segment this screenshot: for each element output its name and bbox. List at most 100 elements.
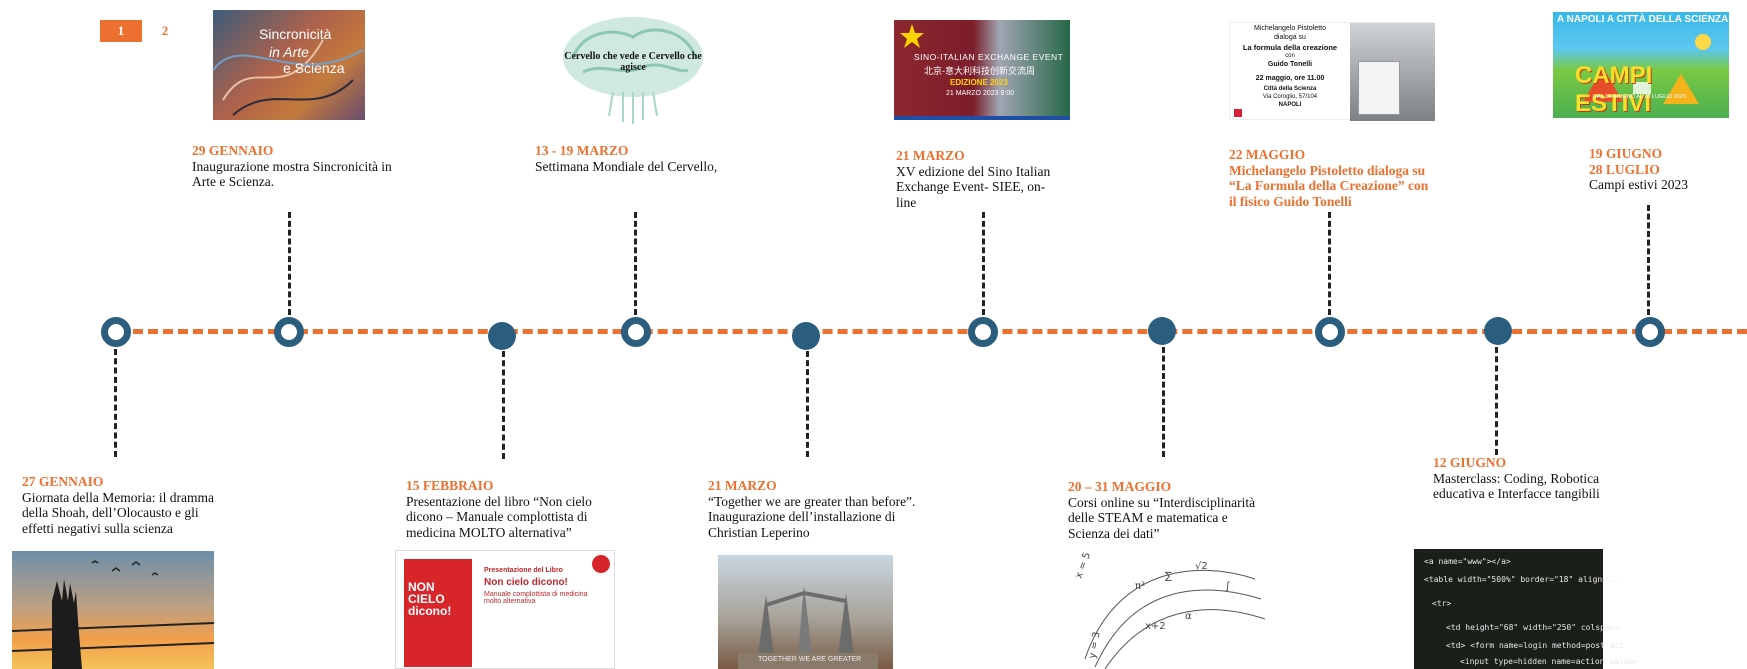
poster-line9: NAPOLI: [1278, 102, 1302, 108]
camp-illustration: [1583, 34, 1711, 104]
thumbnail-libro[interactable]: NON CIELO dicono! Presentazione del Libr…: [395, 550, 615, 669]
connector-19-giugno: [1647, 205, 1650, 315]
connector-13-19-marzo: [634, 212, 637, 315]
timeline-node-20-31-maggio[interactable]: [1148, 317, 1176, 345]
connector-21-marzo-a: [806, 351, 809, 457]
event-date: 29 GENNAIO: [192, 143, 274, 158]
poster-line6: 22 maggio, ore 11.00: [1255, 75, 1325, 82]
svg-text:x+2: x+2: [1145, 621, 1166, 632]
thumb-chinese: 北京-意大利科技创新交流周: [924, 66, 1035, 76]
thumbnail-formule[interactable]: x = 5 y = 3 π² ∑ √2 ∫ x+2 α: [1073, 549, 1266, 669]
thumbnail-pistoletto[interactable]: Michelangelo Pistoletto dialoga su La fo…: [1229, 22, 1435, 121]
brain-icon: [563, 17, 703, 124]
timeline-node-12-giugno[interactable]: [1484, 317, 1512, 345]
thumb-title: CAMPI ESTIVI: [1575, 62, 1653, 117]
page-1-button[interactable]: 1: [100, 20, 142, 42]
logo-mark: [592, 555, 610, 573]
page-2-button[interactable]: 2: [161, 23, 169, 38]
thumbnail-sincronicita[interactable]: Sincronicità in Arte e Scienza: [212, 10, 365, 120]
thumbnail-coding[interactable]: <a name="www"></a> <table width="500%" b…: [1414, 549, 1638, 669]
thumb-title-line2: in Arte: [269, 44, 309, 60]
timeline-axis: [118, 329, 1747, 334]
event-date: 21 MARZO: [708, 478, 777, 493]
event-description: Michelangelo Pistoletto dialoga su “La F…: [1229, 162, 1429, 209]
svg-text:α: α: [1185, 611, 1192, 622]
timeline-node-19-giugno[interactable]: [1635, 317, 1665, 347]
thumbnail-installazione[interactable]: TOGETHER WE ARE GREATER: [718, 555, 893, 669]
connector-21-marzo-b: [982, 212, 985, 315]
poster-line4: con: [1285, 53, 1295, 59]
abstract-art-graphic: [212, 39, 364, 116]
thumb-title-line3: e Scienza: [283, 60, 345, 76]
connector-20-31-maggio: [1162, 347, 1165, 457]
poster-line1: Presentazione del Libro: [484, 567, 563, 574]
event-description: “Together we are greater than before”. I…: [708, 493, 916, 540]
timeline-node-21-marzo-b[interactable]: [968, 317, 998, 347]
svg-text:√2: √2: [1195, 561, 1208, 572]
thumbnail-cervello[interactable]: Cervello che vede e Cervello che agisce: [553, 12, 713, 126]
connector-27-gennaio: [114, 349, 117, 457]
book-cover-title: NON CIELO dicono!: [408, 580, 452, 618]
poster-line1: Michelangelo Pistoletto: [1254, 25, 1326, 32]
overlay: [894, 20, 1070, 120]
thumb-top-text: A NAPOLI A CITTÀ DELLA SCIENZA: [1557, 14, 1729, 25]
timeline-node-15-febbraio[interactable]: [488, 322, 516, 350]
connector-12-giugno: [1495, 347, 1498, 455]
event-29-gennaio: 29 GENNAIO Inaugurazione mostra Sincroni…: [192, 143, 392, 190]
timeline-node-29-gennaio[interactable]: [274, 317, 304, 347]
svg-text:y = 3: y = 3: [1087, 631, 1103, 660]
thumb-caption: Cervello che vede e Cervello che agisce: [564, 51, 702, 73]
timeline-node-27-gennaio[interactable]: [101, 317, 131, 347]
event-27-gennaio: 27 GENNAIO Giornata della Memoria: il dr…: [22, 474, 222, 536]
event-date: 20 – 31 MAGGIO: [1068, 479, 1172, 494]
logo-mark: [1234, 109, 1242, 117]
code-line-2: <table width="500%" border="18" align=..…: [1424, 575, 1622, 584]
event-description: Campi estivi 2023: [1589, 177, 1688, 192]
poster-line5: Guido Tonelli: [1267, 61, 1313, 68]
star-icon: [900, 24, 924, 48]
thumb-date: 21 MARZO 2023 9:00: [946, 90, 1015, 97]
statue-inscription: TOGETHER WE ARE GREATER: [758, 656, 862, 663]
thumbnail-memoria[interactable]: [11, 551, 215, 669]
formula-swirl-graphic: x = 5 y = 3 π² ∑ √2 ∫ x+2 α: [1073, 551, 1266, 669]
thumb-title: SINO-ITALIAN EXCHANGE EVENT: [914, 52, 1064, 62]
timeline-node-21-marzo-a[interactable]: [792, 322, 820, 350]
thumb-title-line1: Sincronicità: [259, 26, 332, 42]
svg-text:x = 5: x = 5: [1073, 551, 1093, 580]
code-line-6: <input type=hidden name=action value=: [1460, 657, 1639, 666]
poster-line7: Città della Scienza: [1263, 86, 1317, 92]
connector-15-febbraio: [502, 351, 505, 459]
bottom-bar: [894, 116, 1070, 120]
event-12-giugno: 12 GIUGNO Masterclass: Coding, Robotica …: [1433, 455, 1613, 502]
thumbnail-campi-estivi[interactable]: A NAPOLI A CITTÀ DELLA SCIENZA CAMPI EST…: [1553, 12, 1729, 118]
svg-text:π²: π²: [1135, 581, 1145, 592]
thumb-subtitle: DAL 19 GIUGNO AL 28 LUGLIO 2023: [1593, 94, 1686, 100]
event-date: 15 FEBBRAIO: [406, 478, 494, 493]
event-description: Presentazione del libro “Non cielo dicon…: [406, 493, 592, 540]
poster-line2: Non cielo dicono!: [484, 577, 568, 588]
event-description: XV edizione del Sino Italian Exchange Ev…: [896, 163, 1051, 210]
event-20-31-maggio: 20 – 31 MAGGIO Corsi online su “Interdis…: [1068, 479, 1268, 541]
event-15-febbraio: 15 FEBBRAIO Presentazione del libro “Non…: [406, 478, 596, 540]
event-date: 27 GENNAIO: [22, 474, 104, 489]
barbed-wire-hand-graphic: [11, 560, 215, 669]
event-21-marzo-b: 21 MARZO XV edizione del Sino Italian Ex…: [896, 148, 1061, 210]
poster-line3: Manuale complottista di medicina molto a…: [484, 591, 588, 605]
thumbnail-siee[interactable]: SINO-ITALIAN EXCHANGE EVENT 北京-意大利科技创新交流…: [894, 20, 1070, 120]
event-13-19-marzo: 13 - 19 MARZO Settimana Mondiale del Cer…: [535, 143, 745, 174]
connector-29-gennaio: [288, 212, 291, 315]
event-description: Masterclass: Coding, Robotica educativa …: [1433, 470, 1600, 502]
poster-line2: dialoga su: [1274, 34, 1306, 41]
event-description: Settimana Mondiale del Cervello,: [535, 158, 718, 174]
event-date: 12 GIUGNO: [1433, 455, 1507, 470]
svg-text:∑: ∑: [1165, 571, 1172, 582]
event-date: 22 MAGGIO: [1229, 147, 1306, 162]
code-line-3: <tr>: [1432, 599, 1452, 608]
timeline-node-13-19-marzo[interactable]: [621, 317, 651, 347]
poster-line3: La formula della creazione: [1242, 43, 1338, 52]
event-19-giugno: 19 GIUGNO 28 LUGLIO Campi estivi 2023: [1589, 146, 1739, 193]
timeline-node-22-maggio[interactable]: [1315, 317, 1345, 347]
event-21-marzo-a: 21 MARZO “Together we are greater than b…: [708, 478, 933, 540]
poster-line8: Via Coroglio, 57/104: [1262, 94, 1318, 100]
event-description: Inaugurazione mostra Sincronicità in Art…: [192, 158, 392, 190]
